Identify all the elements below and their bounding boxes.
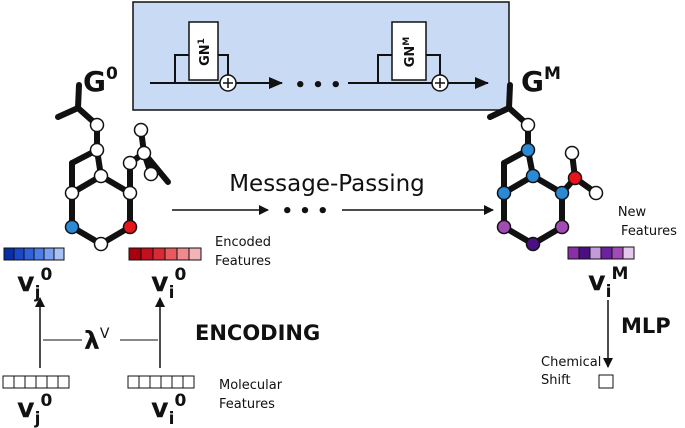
gn-block-first-label: GN1 xyxy=(197,38,213,66)
encoded-vector-j xyxy=(3,247,65,261)
encoded-vi-label: vi0 xyxy=(151,265,186,303)
sum-node-last xyxy=(431,74,449,92)
new-feature-vector xyxy=(567,246,635,260)
molecular-vector-i xyxy=(127,375,195,389)
chemical-shift-output-box xyxy=(598,374,614,389)
encoded-vector-i xyxy=(128,247,202,261)
gn-block-first xyxy=(188,21,219,81)
gn-block-last-label: GNM xyxy=(402,37,418,68)
encoded-vj-label: vj0 xyxy=(17,265,52,303)
graph-network-panel xyxy=(132,1,510,111)
molecular-vj-label: vj0 xyxy=(17,391,52,428)
sum-node-first xyxy=(219,74,237,92)
molecular-vector-j xyxy=(2,375,70,389)
message-passing-label: Message-Passing xyxy=(229,171,425,197)
molecular-vi-label: vi0 xyxy=(151,391,186,428)
input-molecule-atoms xyxy=(64,117,159,252)
panel-ellipsis: • • • xyxy=(294,75,341,96)
encoding-lambda: λV xyxy=(84,326,110,355)
new-vi-label: viM xyxy=(588,264,628,302)
mlp-label: MLP xyxy=(621,314,671,338)
output-graph-label: GM xyxy=(521,64,561,98)
gn-block-last xyxy=(391,21,427,81)
message-passing-ellipsis: • • • xyxy=(281,201,328,222)
output-molecule-atoms xyxy=(496,117,604,252)
input-graph-label: G0 xyxy=(83,64,118,98)
encoding-label: ENCODING xyxy=(195,321,320,345)
